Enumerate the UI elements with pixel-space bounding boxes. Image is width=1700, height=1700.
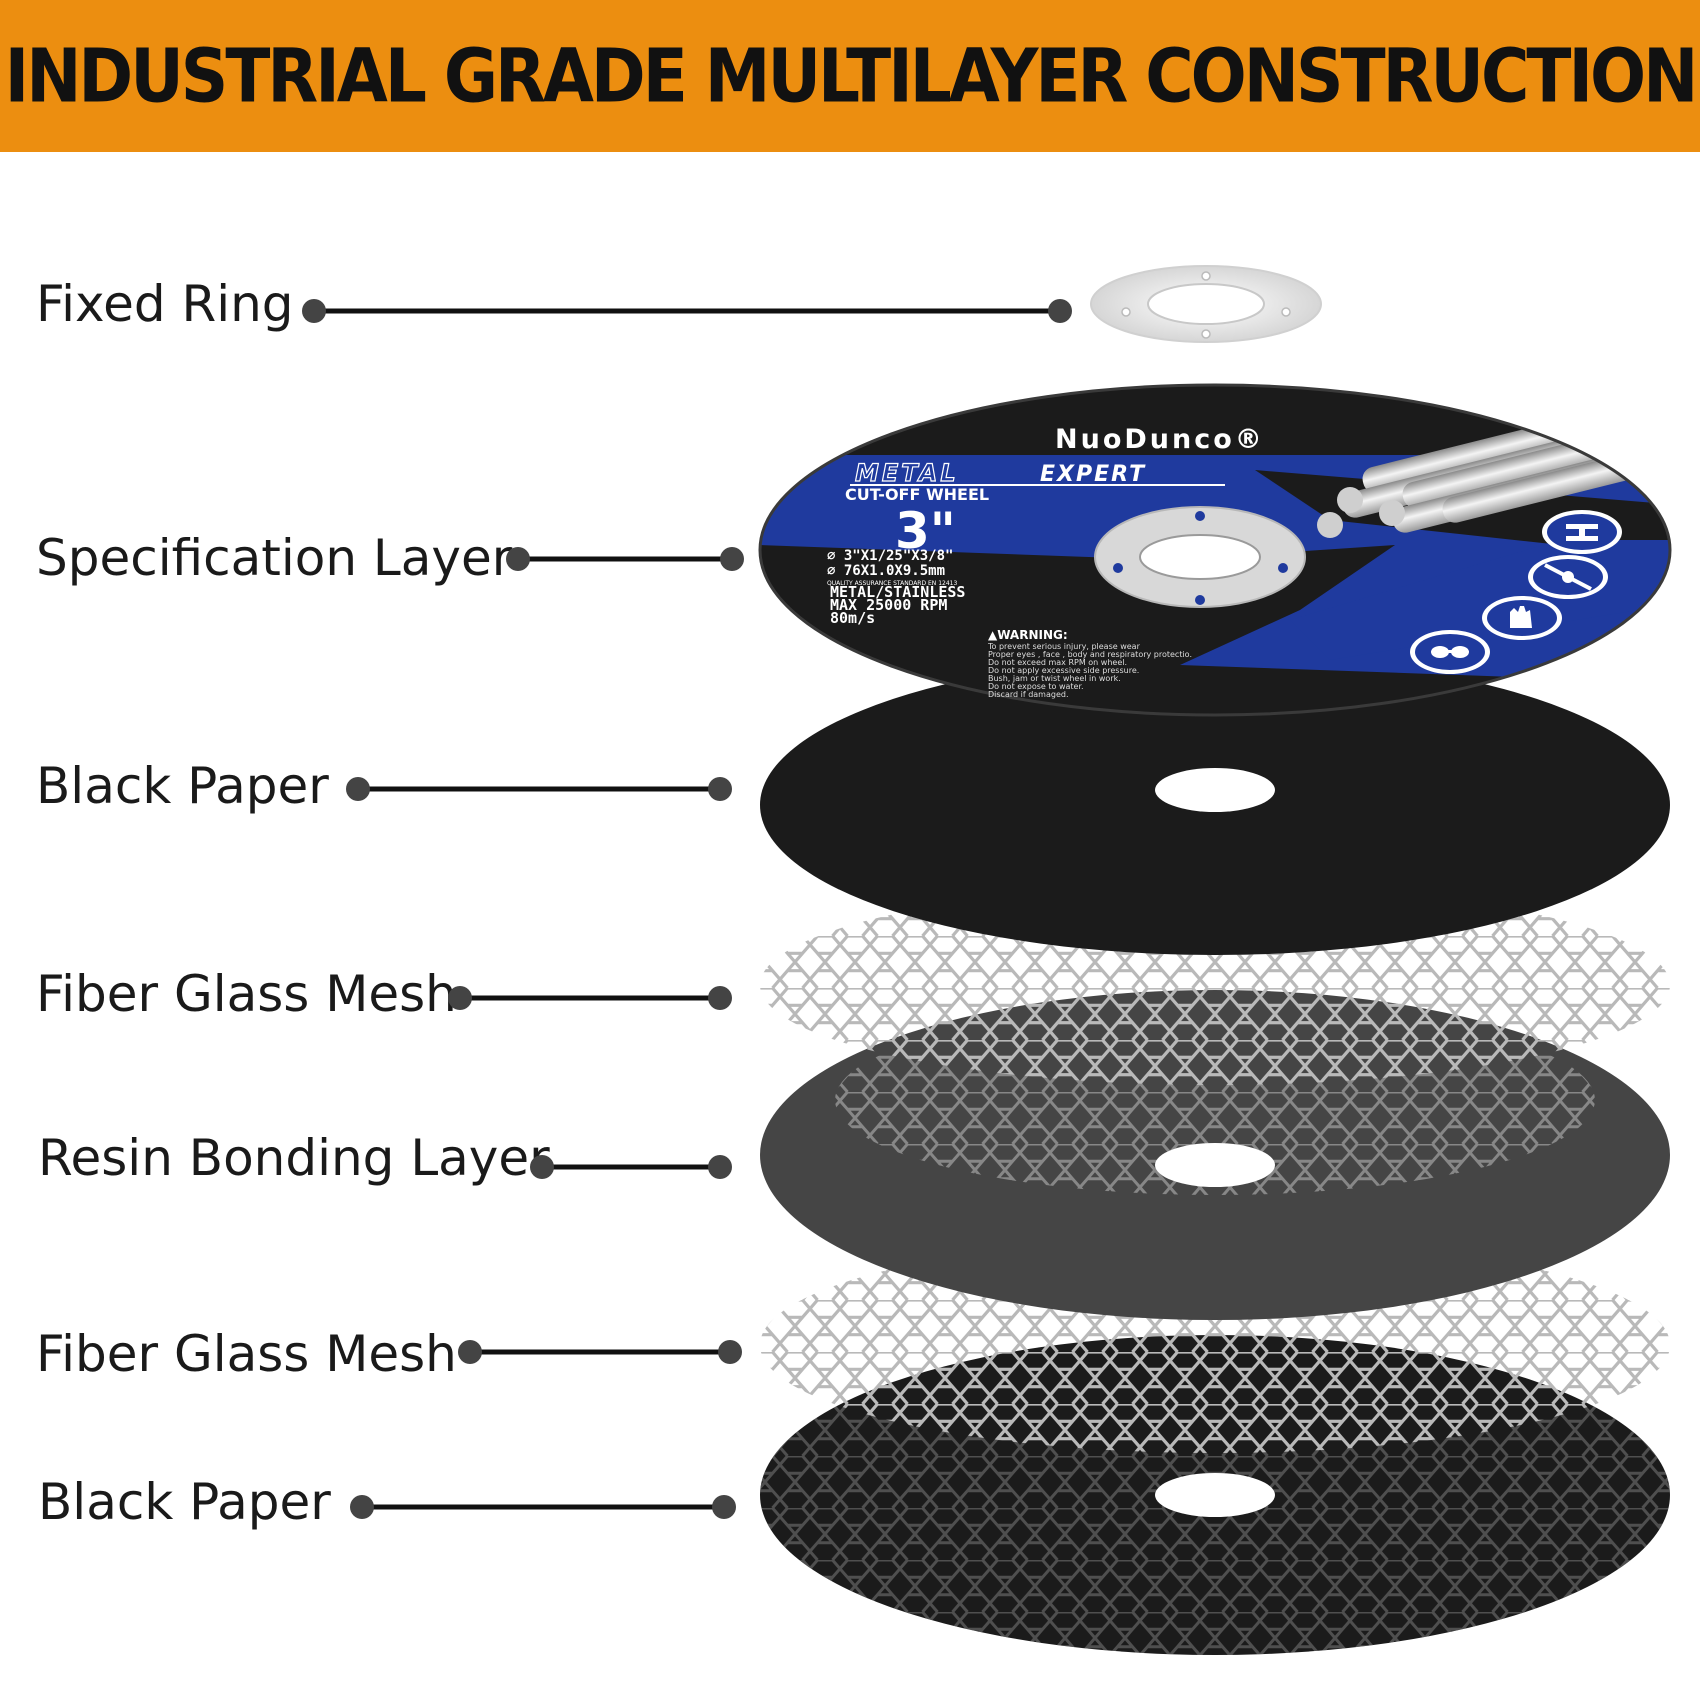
safety-icons [1410, 510, 1622, 674]
product-line-metal: METAL [855, 459, 959, 487]
label-fiber-glass-mesh-bottom: Fiber Glass Mesh [36, 1325, 457, 1383]
spec-imperial: ⌀ 3"X1/25"X3/8" [827, 548, 953, 564]
warning-line: Do not apply excessive side pressure. [988, 666, 1139, 675]
leader-line-fiber-glass-mesh-bottom [458, 1340, 742, 1364]
warning-line: Discard if damaged. [988, 690, 1069, 699]
leader-line-black-paper-bottom [350, 1495, 736, 1519]
warning-title: ▲WARNING: [988, 628, 1068, 642]
fiber-glass-mesh-top-disc [760, 885, 1670, 1085]
brand-name: NuoDunco® [1055, 424, 1265, 455]
metal-beam-icon [1542, 510, 1622, 554]
label-black-paper-top: Black Paper [36, 757, 329, 815]
center-washer [1094, 506, 1306, 608]
warning-line: Bush, jam or twist wheel in work. [988, 674, 1121, 683]
no-water-icon [1528, 555, 1608, 599]
specification-layer-disc: NuoDunco® METAL EXPERT CUT-OFF WHEEL 3" … [758, 383, 1672, 717]
warning-text: To prevent serious injury, please wear P… [987, 642, 1192, 699]
leader-line-resin-bonding-layer [530, 1155, 732, 1179]
speed-rating: 80m/s [830, 609, 875, 627]
leader-line-fiber-glass-mesh-top [448, 986, 732, 1010]
warning-line: To prevent serious injury, please wear [987, 642, 1141, 651]
leader-line-specification-layer [506, 547, 744, 571]
black-paper-top-disc [760, 655, 1670, 955]
header-banner: INDUSTRIAL GRADE MULTILAYER CONSTRUCTION [0, 0, 1700, 152]
label-fixed-ring: Fixed Ring [36, 275, 294, 333]
label-specification-layer: Specification Layer [36, 529, 513, 587]
goggles-icon [1410, 630, 1490, 674]
gloves-icon [1482, 596, 1562, 640]
fixed-ring [1090, 265, 1322, 343]
material-rating: METAL/STAINLESS [830, 583, 965, 601]
wheel-size: 3" [895, 502, 956, 560]
label-resin-bonding-layer: Resin Bonding Layer [38, 1129, 550, 1187]
product-line-expert: EXPERT [1040, 462, 1146, 487]
warning-line: Do not expose to water. [988, 682, 1084, 691]
warning-line: Do not exceed max RPM on wheel. [988, 658, 1127, 667]
product-type: CUT-OFF WHEEL [845, 485, 989, 504]
page-title: INDUSTRIAL GRADE MULTILAYER CONSTRUCTION [4, 32, 1699, 120]
leader-line-fixed-ring [302, 299, 1072, 323]
warning-line: Proper eyes , face , body and respirator… [988, 650, 1192, 659]
spec-metric: ⌀ 76X1.0X9.5mm [827, 563, 945, 579]
leader-line-black-paper-top [346, 777, 732, 801]
label-fiber-glass-mesh-top: Fiber Glass Mesh [36, 965, 457, 1023]
rpm-rating: MAX 25000 RPM [830, 596, 947, 614]
quality-standard: QUALITY ASSURANCE STANDARD EN 12413 [827, 580, 957, 587]
label-black-paper-bottom: Black Paper [38, 1473, 331, 1531]
